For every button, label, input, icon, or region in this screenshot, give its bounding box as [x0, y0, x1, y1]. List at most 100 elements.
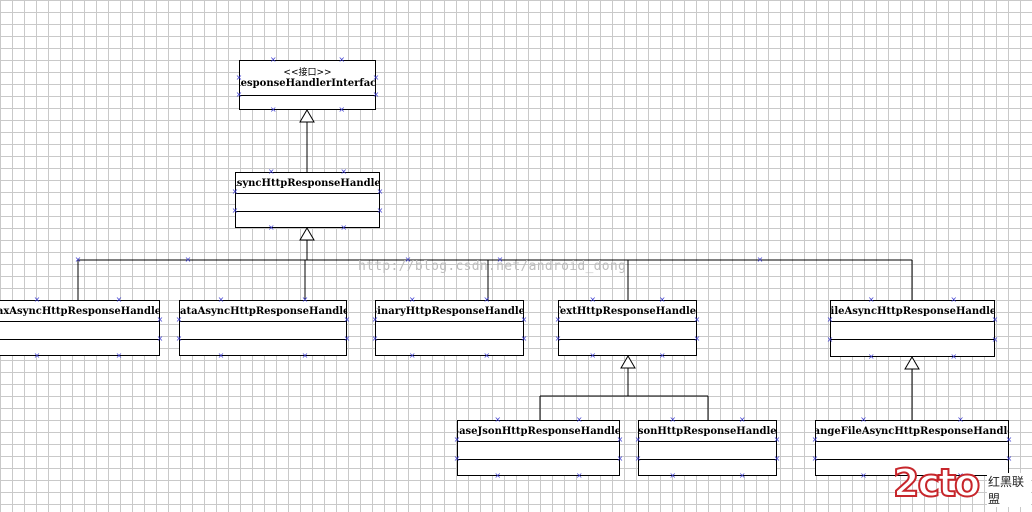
selection-marker: × — [301, 295, 309, 304]
class-name: RangeFileAsyncHttpResponseHandler — [816, 421, 1008, 442]
selection-marker: × — [267, 223, 275, 232]
attributes-section — [458, 442, 619, 460]
selection-marker: × — [343, 314, 351, 324]
selection-marker: × — [340, 167, 348, 176]
operations-section — [376, 340, 523, 356]
selection-marker: × — [338, 105, 346, 114]
selection-marker: × — [826, 334, 834, 344]
site-logo: 2cto 红黑联盟 — [892, 461, 1031, 509]
selection-marker: × — [950, 295, 958, 304]
selection-marker: × — [991, 334, 999, 344]
attributes-section — [236, 194, 379, 212]
selection-marker: × — [338, 55, 346, 64]
selection-marker: × — [235, 90, 243, 99]
interface-stereotype: <<接口>> — [283, 67, 332, 78]
selection-marker: × — [372, 72, 380, 82]
operations-section — [831, 340, 994, 357]
selection-marker: × — [991, 314, 999, 324]
attributes-section — [376, 322, 523, 340]
selection-marker: × — [269, 55, 277, 64]
selection-marker: × — [156, 334, 164, 344]
class-name: BaseJsonHttpResponseHandler — [458, 421, 619, 442]
selection-marker: × — [1005, 434, 1013, 444]
sax-async-http-response-handler-box[interactable]: SaxAsyncHttpResponseHandler — [0, 300, 160, 356]
binary-http-response-handler-box[interactable]: BinaryHttpResponseHandler — [375, 300, 524, 356]
selection-marker: × — [867, 295, 875, 304]
selection-marker: × — [616, 434, 624, 444]
selection-marker: × — [575, 415, 583, 424]
selection-marker: × — [693, 334, 701, 344]
interface-header: <<接口>> ResponseHandlerInterface — [240, 61, 375, 96]
selection-marker: × — [634, 454, 642, 464]
attributes-section — [559, 322, 696, 340]
selection-marker: × — [520, 314, 528, 324]
selection-marker: × — [634, 434, 642, 444]
file-async-http-response-handler-box[interactable]: FileAsyncHttpResponseHandler — [830, 300, 995, 357]
data-async-http-response-handler-box[interactable]: DataAsyncHttpResponseHandler — [179, 300, 347, 356]
selection-marker: × — [408, 351, 416, 360]
selection-marker: × — [669, 471, 677, 480]
selection-marker: × — [231, 186, 239, 196]
operations-section — [458, 460, 619, 476]
selection-marker: × — [738, 471, 746, 480]
text-http-response-handler-box[interactable]: TextHttpResponseHandler — [558, 300, 697, 356]
class-name: DataAsyncHttpResponseHandler — [180, 301, 346, 322]
selection-marker: × — [589, 295, 597, 304]
operations-section — [559, 340, 696, 356]
operations-section — [180, 340, 346, 356]
range-file-async-http-response-handler-box[interactable]: RangeFileAsyncHttpResponseHandler — [815, 420, 1009, 476]
selection-marker: × — [217, 351, 225, 360]
class-name: SaxAsyncHttpResponseHandler — [0, 301, 159, 322]
selection-marker: × — [554, 314, 562, 324]
selection-marker: × — [950, 352, 958, 361]
selection-marker: × — [738, 415, 746, 424]
selection-marker: × — [756, 255, 764, 264]
realization-arrowhead — [299, 109, 315, 123]
generalization-arrowhead-text — [620, 355, 636, 369]
selection-marker: × — [404, 255, 412, 264]
selection-marker: × — [175, 314, 183, 324]
selection-marker: × — [658, 351, 666, 360]
async-http-response-handler-box[interactable]: AsyncHttpResponseHandler — [235, 172, 380, 228]
attributes-section — [831, 322, 994, 340]
selection-marker: × — [957, 415, 964, 424]
selection-marker: × — [957, 471, 964, 480]
selection-marker: × — [156, 314, 164, 324]
selection-marker: × — [376, 206, 384, 216]
operations-section — [236, 212, 379, 228]
selection-marker: × — [520, 334, 528, 344]
selection-marker: × — [33, 295, 41, 304]
logo-mark: 2cto — [892, 461, 981, 505]
selection-marker: × — [184, 255, 192, 264]
selection-marker: × — [483, 295, 491, 304]
selection-marker: × — [773, 454, 781, 464]
operations-section — [0, 340, 159, 356]
selection-marker: × — [267, 167, 275, 176]
selection-marker: × — [860, 471, 867, 480]
selection-marker: × — [811, 434, 819, 444]
selection-marker: × — [371, 314, 379, 324]
selection-marker: × — [860, 415, 867, 424]
selection-marker: × — [74, 255, 82, 264]
selection-marker: × — [453, 434, 461, 444]
base-json-http-response-handler-box[interactable]: BaseJsonHttpResponseHandler — [457, 420, 620, 476]
selection-marker: × — [408, 295, 416, 304]
selection-marker: × — [340, 223, 348, 232]
response-handler-interface-box[interactable]: <<接口>> ResponseHandlerInterface — [239, 60, 376, 110]
class-name: FileAsyncHttpResponseHandler — [831, 301, 994, 322]
interface-name: ResponseHandlerInterface — [240, 77, 375, 89]
json-http-response-handler-box[interactable]: JsonHttpResponseHandler — [638, 420, 777, 476]
blog-watermark: http://blog.csdn.net/android_dong — [358, 259, 627, 274]
selection-marker: × — [453, 454, 461, 464]
selection-marker: × — [483, 351, 491, 360]
selection-marker: × — [494, 471, 502, 480]
operations-section — [639, 460, 776, 476]
logo-tagline: 红黑联盟 — [987, 473, 1031, 507]
selection-marker: × — [371, 334, 379, 344]
selection-marker: × — [115, 351, 123, 360]
selection-marker: × — [33, 351, 41, 360]
selection-marker: × — [693, 314, 701, 324]
selection-marker: × — [235, 72, 243, 82]
attributes-section — [0, 322, 159, 340]
